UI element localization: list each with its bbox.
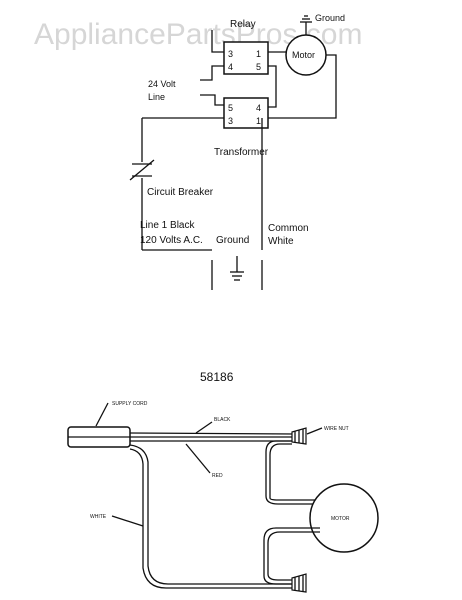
- relay-terminal-5: 5: [256, 62, 261, 72]
- schematic: Relay 3 1 4 5 Motor Ground 24 Volt Line …: [129, 13, 345, 290]
- common-label-2: White: [268, 236, 294, 247]
- common-label-1: Common: [268, 223, 309, 234]
- motor-label: Motor: [292, 50, 315, 60]
- supply-cord-label: SUPPLY CORD: [112, 401, 148, 407]
- white-label: WHITE: [90, 514, 107, 520]
- low-voltage-line-1: 24 Volt: [148, 79, 176, 89]
- motor-label-pictorial: MOTOR: [331, 516, 350, 522]
- red-leader: [185, 443, 211, 474]
- motor-wire-lower: [263, 527, 320, 585]
- relay-terminal-4: 4: [228, 62, 233, 72]
- line1-label-2: 120 Volts A.C.: [140, 235, 203, 246]
- wire-relay-left: [211, 30, 224, 53]
- circuit-breaker-label: Circuit Breaker: [147, 187, 214, 198]
- relay-terminal-1: 1: [256, 49, 261, 59]
- wire-24v-b: [200, 94, 224, 106]
- transformer-terminal-3: 3: [228, 116, 233, 126]
- line1-label-1: Line 1 Black: [140, 220, 195, 231]
- white-wire: [129, 444, 292, 585]
- circuit-breaker-symbol: [129, 159, 155, 181]
- supply-cord-leader: [95, 402, 109, 427]
- wire-nut-label: WIRE NUT: [324, 426, 349, 432]
- relay-box: [223, 41, 269, 75]
- black-label: BLACK: [214, 417, 231, 423]
- transformer-terminal-4: 4: [256, 103, 261, 113]
- pictorial: 58186 SUPPLY CORD BLACK RED WIRE NUT: [67, 370, 379, 593]
- wire-relay-transformer: [268, 65, 277, 108]
- low-voltage-line-2: Line: [148, 92, 165, 102]
- wire-motor-transformer: [268, 54, 337, 119]
- wire-nut-bottom: [291, 573, 307, 593]
- ground-symbol-top: [300, 15, 312, 35]
- transformer-label: Transformer: [214, 147, 269, 158]
- red-label: RED: [212, 473, 223, 479]
- transformer-box: [223, 97, 269, 129]
- black-red-wires: [129, 432, 296, 442]
- transformer-terminal-5: 5: [228, 103, 233, 113]
- ground-symbol-bottom: [230, 256, 244, 281]
- relay-label: Relay: [230, 19, 256, 30]
- wire-nut-leader: [306, 427, 323, 435]
- ground-bottom-label: Ground: [216, 235, 249, 246]
- wire-nut-top: [291, 427, 307, 445]
- part-number: 58186: [200, 370, 234, 384]
- pictorial-motor: [309, 483, 379, 553]
- relay-terminal-3: 3: [228, 49, 233, 59]
- motor-wire-upper: [265, 440, 320, 505]
- transformer-terminal-1: 1: [256, 116, 261, 126]
- black-leader: [195, 421, 213, 434]
- ground-top-label: Ground: [315, 13, 345, 23]
- white-leader: [111, 515, 144, 527]
- wire-24v-a: [200, 65, 224, 81]
